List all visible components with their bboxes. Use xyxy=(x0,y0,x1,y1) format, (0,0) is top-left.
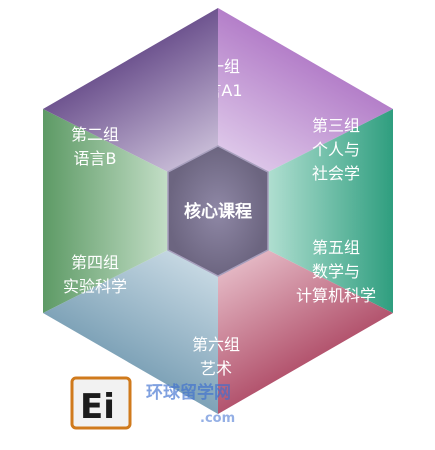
segment-group6-title: 第六组 xyxy=(192,335,240,354)
segment-group6: 第六组 艺术 xyxy=(43,250,240,414)
segment-group3-line2: 个人与 xyxy=(312,140,360,159)
segment-group4-shape xyxy=(43,109,168,313)
segment-group6-line2: 艺术 xyxy=(200,359,232,378)
watermark-domain-text: .com xyxy=(200,411,235,426)
segment-group6-shape xyxy=(43,250,218,414)
segment-group3-title: 第三组 xyxy=(312,116,360,135)
segment-group3-line3: 社会学 xyxy=(312,164,360,183)
watermark-logo-badge xyxy=(70,376,132,430)
segment-group4-title: 第四组 xyxy=(71,253,119,272)
segment-group2-line2: 语言B xyxy=(74,149,117,168)
segment-group2-title: 第二组 xyxy=(71,125,119,144)
segment-group5-line2: 数学与 xyxy=(312,262,360,281)
segment-group4: 第四组 实验科学 xyxy=(43,109,168,313)
watermark-logo-text: Ei xyxy=(80,387,115,427)
core-label: 核心课程 xyxy=(184,201,252,222)
segment-group2-shape xyxy=(43,8,218,172)
segment-group5-shape xyxy=(218,250,393,414)
segment-group5: 第五组 数学与 计算机科学 xyxy=(218,238,393,414)
segment-group2: 第二组 语言B xyxy=(43,8,218,172)
segment-group5-title: 第五组 xyxy=(312,238,360,257)
segment-group4-line2: 实验科学 xyxy=(63,277,127,296)
watermark: Ei 环球留学网 .com xyxy=(70,376,235,430)
watermark-site-text: 环球留学网 xyxy=(146,382,231,403)
segment-group1-shape xyxy=(218,8,393,172)
core-course: 核心课程 xyxy=(167,145,269,277)
segment-group5-line3: 计算机科学 xyxy=(296,286,376,305)
segment-group3: 第三组 个人与 社会学 xyxy=(268,109,393,313)
segment-group3-shape xyxy=(268,109,393,313)
core-hexagon xyxy=(167,145,269,277)
